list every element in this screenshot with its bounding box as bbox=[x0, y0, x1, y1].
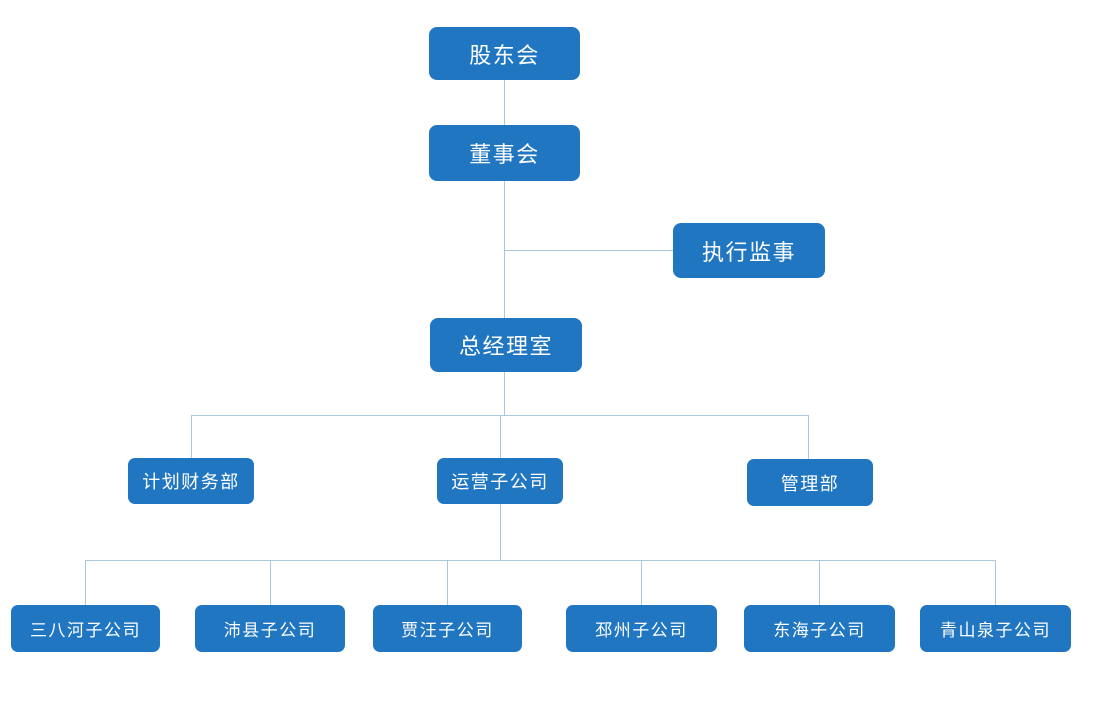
connector-shareholders-board bbox=[504, 80, 505, 126]
org-node-operating-subsidiary: 运营子公司 bbox=[437, 458, 563, 504]
org-node-shareholders: 股东会 bbox=[429, 27, 580, 80]
connector-general-manager-down bbox=[504, 372, 505, 416]
org-node-planning-finance-dept: 计划财务部 bbox=[128, 458, 254, 504]
org-node-jiawang-subsidiary: 贾汪子公司 bbox=[373, 605, 522, 652]
org-node-donghai-subsidiary: 东海子公司 bbox=[744, 605, 895, 652]
org-node-qingshanquan-subsidiary: 青山泉子公司 bbox=[920, 605, 1071, 652]
connector-drop-pizhou bbox=[641, 560, 642, 605]
connector-drop-planning-finance bbox=[191, 415, 192, 458]
org-node-board: 董事会 bbox=[429, 125, 580, 181]
connector-drop-donghai bbox=[819, 560, 820, 605]
connector-row5-horizontal bbox=[85, 560, 996, 561]
org-node-pizhou-subsidiary: 邳州子公司 bbox=[566, 605, 717, 652]
org-node-peixian-subsidiary: 沛县子公司 bbox=[195, 605, 345, 652]
org-node-sanbahe-subsidiary: 三八河子公司 bbox=[11, 605, 160, 652]
org-node-general-manager-office: 总经理室 bbox=[430, 318, 582, 372]
connector-drop-sanbahe bbox=[85, 560, 86, 605]
connector-operating-subsidiary-down bbox=[500, 504, 501, 561]
connector-board-general-manager bbox=[504, 181, 505, 318]
connector-drop-qingshanquan bbox=[995, 560, 996, 605]
connector-drop-management bbox=[808, 415, 809, 459]
connector-drop-peixian bbox=[270, 560, 271, 605]
connector-drop-operating-subsidiary bbox=[500, 415, 501, 458]
connector-executive-supervisor-branch bbox=[504, 250, 673, 251]
connector-drop-jiawang bbox=[447, 560, 448, 605]
org-node-management-dept: 管理部 bbox=[747, 459, 873, 506]
org-node-executive-supervisor: 执行监事 bbox=[673, 223, 825, 278]
